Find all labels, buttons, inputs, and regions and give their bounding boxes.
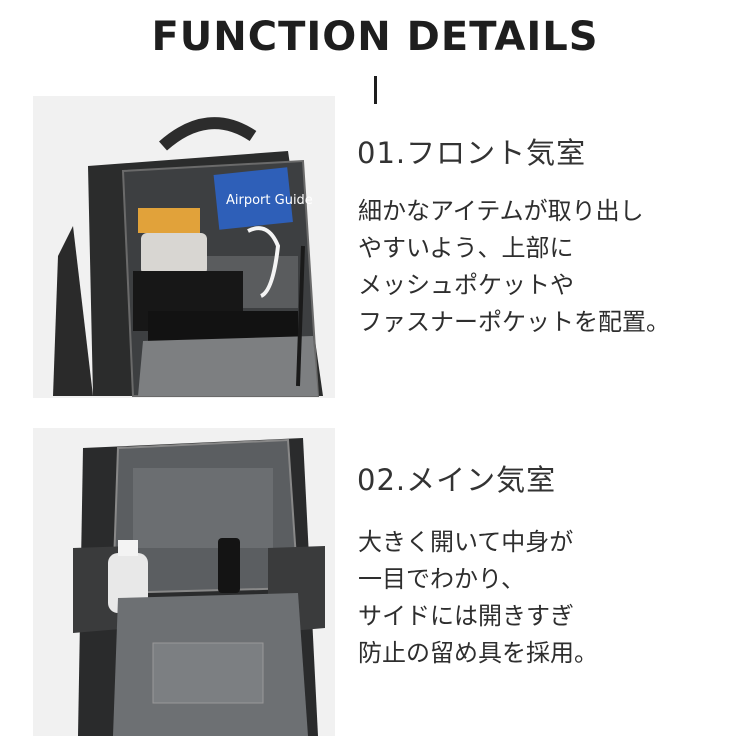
section-heading-front: 01.フロント気室 [357, 136, 587, 170]
description-line: 防止の留め具を採用。 [358, 639, 598, 667]
page-title: FUNCTION DETAILS [151, 14, 599, 60]
description-line: サイドには開きすぎ [358, 602, 574, 630]
front-compartment-photo: Airport Guide [33, 96, 335, 398]
description-line: 一目でわかり、 [358, 565, 526, 593]
description-line: 大きく開いて中身が [358, 528, 574, 556]
photo-book-label: Airport Guide [226, 193, 313, 208]
description-line: やすいよう、上部に [358, 234, 574, 262]
main-compartment-photo [33, 428, 335, 736]
description-line: ファスナーポケットを配置。 [358, 308, 670, 336]
section-description-main: 大きく開いて中身が 一目でわかり、 サイドには開きすぎ 防止の留め具を採用。 [358, 524, 598, 672]
description-line: メッシュポケットや [358, 271, 574, 299]
section-description-front: 細かなアイテムが取り出し やすいよう、上部に メッシュポケットや ファスナーポケ… [358, 193, 670, 341]
description-line: 細かなアイテムが取り出し [358, 197, 644, 225]
section-heading-main: 02.メイン気室 [357, 463, 557, 497]
title-divider [374, 76, 377, 104]
